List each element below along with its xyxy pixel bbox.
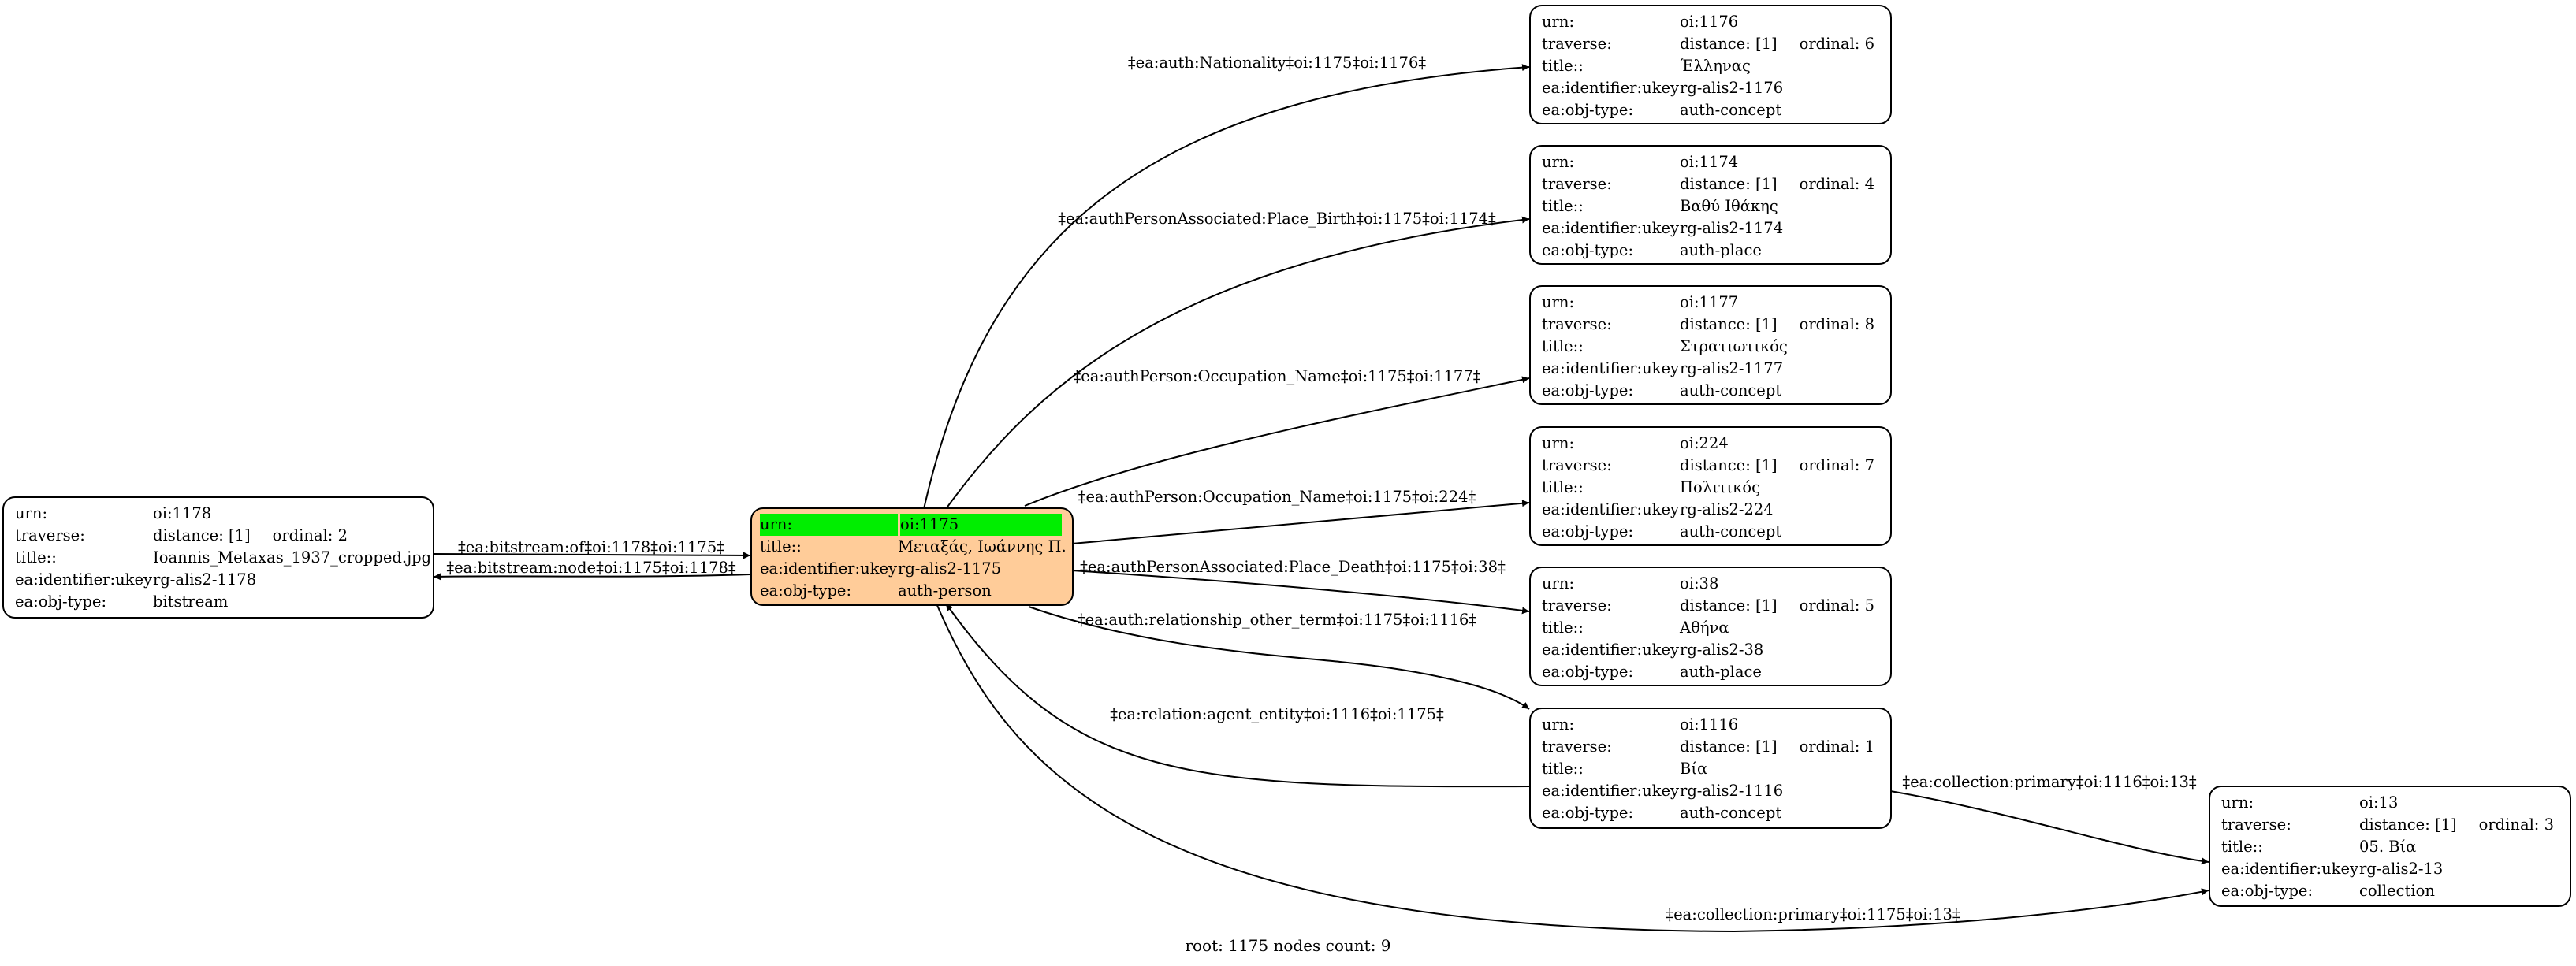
field-title: title::Έλληνας [1542, 57, 1751, 75]
field-traverse: traverse:distance: [1]ordinal: 4 [1542, 173, 1879, 195]
edge-collection-1175[interactable] [936, 603, 2209, 933]
node-oi-1176[interactable]: urn:oi:1176 traverse:distance: [1]ordina… [1529, 5, 1892, 124]
ordinal: ordinal: 3 [2478, 816, 2554, 834]
node-oi-1178[interactable]: urn:oi:1178 traverse:distance: [1]ordina… [2, 496, 434, 619]
ordinal: ordinal: 2 [272, 526, 348, 544]
field-title: title::Βαθύ Ιθάκης [1542, 197, 1778, 215]
edge-label-occupation-1177: ‡ea:authPerson:Occupation_Name‡oi:1175‡o… [1074, 367, 1481, 385]
edge-relationship[interactable] [1028, 606, 1530, 710]
edge-place-death[interactable] [1071, 570, 1530, 615]
edge-label-bitstream-node: ‡ea:bitstream:node‡oi:1175‡oi:1178‡ [446, 559, 736, 577]
ordinal: ordinal: 4 [1799, 175, 1874, 193]
field-traverse: traverse:distance: [1]ordinal: 8 [1542, 314, 1879, 336]
ordinal: ordinal: 5 [1799, 596, 1874, 615]
node-oi-224[interactable]: urn:oi:224 traverse:distance: [1]ordinal… [1529, 426, 1892, 546]
field-urn: urn:oi:38 [1542, 574, 1719, 593]
edge-label-collection-1116: ‡ea:collection:primary‡oi:1116‡oi:13‡ [1902, 773, 2197, 791]
field-urn-highlighted: urn:oi:1175 [760, 514, 1062, 536]
field-obj-type: ea:obj-type:auth-person [760, 581, 992, 600]
field-title: title::Ioannis_Metaxas_1937_cropped.jpg [15, 548, 432, 567]
field-urn: urn:oi:1116 [1542, 715, 1739, 734]
field-urn: urn:oi:13 [2221, 793, 2399, 812]
field-title: title::Αθήνα [1542, 619, 1729, 637]
edge-collection-1116[interactable] [1889, 790, 2209, 865]
field-title: title::05. Βία [2221, 838, 2417, 856]
node-oi-1174[interactable]: urn:oi:1174 traverse:distance: [1]ordina… [1529, 145, 1892, 265]
edge-bitstream-node[interactable] [433, 573, 751, 581]
ordinal: ordinal: 1 [1799, 738, 1874, 756]
edge-occupation-1177[interactable] [1024, 376, 1530, 507]
graph-footer: root: 1175 nodes count: 9 [1185, 936, 1391, 955]
ordinal: ordinal: 7 [1799, 456, 1874, 474]
field-urn: urn:oi:1174 [1542, 153, 1739, 171]
field-traverse: traverse:distance: [1]ordinal: 5 [1542, 595, 1879, 617]
node-oi-1177[interactable]: urn:oi:1177 traverse:distance: [1]ordina… [1529, 285, 1892, 405]
field-obj-type: ea:obj-type:bitstream [15, 593, 229, 611]
edge-occupation-224[interactable] [1071, 500, 1530, 544]
node-oi-38[interactable]: urn:oi:38 traverse:distance: [1]ordinal:… [1529, 567, 1892, 686]
field-title: title::Πολιτικός [1542, 478, 1761, 496]
edge-label-nationality: ‡ea:auth:Nationality‡oi:1175‡oi:1176‡ [1128, 54, 1426, 72]
edge-label-relationship: ‡ea:auth:relationship_other_term‡oi:1175… [1078, 611, 1477, 629]
edge-place-birth[interactable] [945, 216, 1530, 510]
field-obj-type: ea:obj-type:auth-concept [1542, 381, 1782, 399]
edge-label-bitstream-of: ‡ea:bitstream:of‡oi:1178‡oi:1175‡ [458, 538, 724, 556]
edge-label-place-death: ‡ea:authPersonAssociated:Place_Death‡oi:… [1080, 558, 1506, 576]
field-urn: urn:oi:1176 [1542, 13, 1739, 31]
field-obj-type: ea:obj-type:auth-concept [1542, 804, 1782, 822]
field-traverse: traverse:distance: [1]ordinal: 2 [15, 525, 422, 547]
edge-label-place-birth: ‡ea:authPersonAssociated:Place_Birth‡oi:… [1058, 210, 1496, 228]
node-oi-13[interactable]: urn:oi:13 traverse:distance: [1]ordinal:… [2209, 786, 2571, 907]
node-oi-1116[interactable]: urn:oi:1116 traverse:distance: [1]ordina… [1529, 708, 1892, 829]
field-title: title::Στρατιωτικός [1542, 337, 1788, 355]
field-obj-type: ea:obj-type:auth-concept [1542, 101, 1782, 119]
field-obj-type: ea:obj-type:collection [2221, 882, 2435, 900]
field-urn: urn:oi:224 [1542, 434, 1729, 452]
ordinal: ordinal: 6 [1799, 35, 1874, 53]
ordinal: ordinal: 8 [1799, 315, 1874, 333]
field-traverse: traverse:distance: [1]ordinal: 3 [2221, 814, 2559, 836]
field-title: title::Μεταξάς, Ιωάννης Π. [760, 537, 1067, 555]
edge-label-collection-1175: ‡ea:collection:primary‡oi:1175‡oi:13‡ [1666, 905, 1960, 923]
field-urn: urn:oi:1178 [15, 504, 212, 522]
field-obj-type: ea:obj-type:auth-place [1542, 241, 1762, 259]
node-oi-1175-root[interactable]: urn:oi:1175 title::Μεταξάς, Ιωάννης Π. e… [750, 507, 1074, 606]
field-urn: urn:oi:1177 [1542, 293, 1739, 311]
edge-bitstream-of[interactable] [433, 552, 751, 559]
field-traverse: traverse:distance: [1]ordinal: 1 [1542, 736, 1879, 758]
edge-nationality[interactable] [923, 64, 1530, 510]
field-traverse: traverse:distance: [1]ordinal: 7 [1542, 455, 1879, 477]
edge-label-agent-entity: ‡ea:relation:agent_entity‡oi:1116‡oi:117… [1110, 705, 1444, 723]
field-obj-type: ea:obj-type:auth-place [1542, 663, 1762, 681]
edge-label-occupation-224: ‡ea:authPerson:Occupation_Name‡oi:1175‡o… [1078, 488, 1476, 506]
field-title: title::Βία [1542, 760, 1708, 778]
field-obj-type: ea:obj-type:auth-concept [1542, 522, 1782, 541]
edge-agent-entity[interactable] [945, 603, 1530, 788]
field-traverse: traverse:distance: [1]ordinal: 6 [1542, 33, 1879, 55]
